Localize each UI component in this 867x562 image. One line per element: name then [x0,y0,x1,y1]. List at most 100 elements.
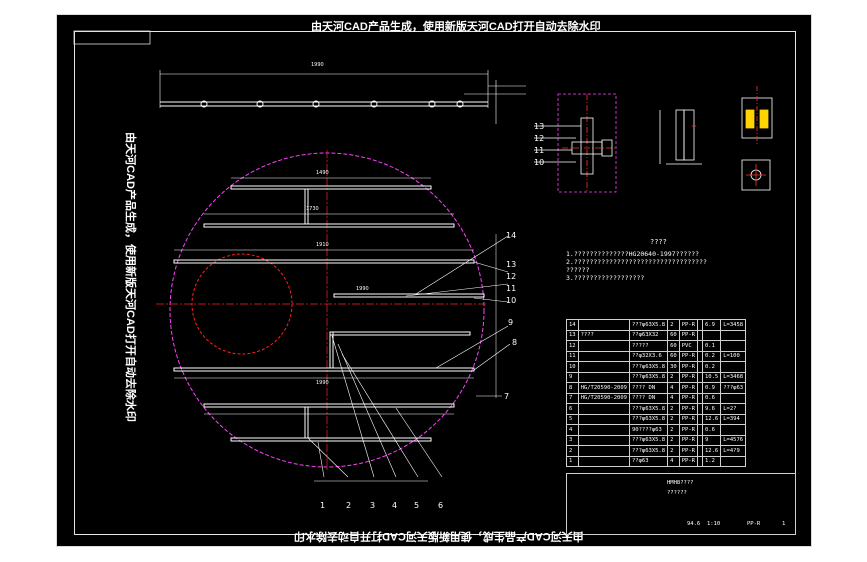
dim-bar5: 1990 [316,380,329,386]
bom-cell [720,329,747,341]
detail-callout-13: 13 [534,122,545,131]
callout-5: 5 [414,501,420,510]
callout-12: 12 [506,272,517,281]
title-mass: 94.6 [687,521,701,527]
callout-14: 14 [506,231,517,240]
bom-cell: 9 [566,371,579,383]
bom-cell: PP-R [678,382,698,394]
bom-cell: PP-R [678,403,698,415]
bom-cell: PP-R [678,371,698,383]
bom-cell: ??φ32X3.6 [628,350,669,362]
bom-cell: PP-R [678,424,698,436]
bom-cell: 8 [566,382,579,394]
bom-cell [577,445,630,457]
bom-cell [577,319,630,331]
bom-cell: ???φ63X5.8 [628,413,669,425]
bom-cell: L=394 [720,413,747,425]
detail-callout-12: 12 [534,134,545,143]
bom-cell: PP-R [678,455,698,467]
bom-cell: 11 [566,350,579,362]
bom-cell: 2 [566,445,579,457]
bom-cell: ???φ63X5.8 [628,361,669,373]
watermark-left: 由天河CAD产品生成，使用新版天河CAD打开自动去除水印 [123,132,136,422]
callout-11: 11 [506,284,517,293]
corner-label-box [73,30,151,45]
bom-cell [577,413,630,425]
bom-cell: PP-R [678,350,698,362]
bom-cell: PP-R [678,319,698,331]
callout-6: 6 [438,501,444,510]
dim-top-length: 1990 [311,62,324,68]
bom-cell: ??φ63X32 [628,329,669,341]
detail-callout-10: 10 [534,158,545,167]
bom-cell: 7 [566,392,579,404]
bom-cell: 9 [701,434,722,446]
bom-cell: HG/T20590-2009 [577,392,630,404]
bom-cell: 6 [566,403,579,415]
bom-cell: L=4576 [720,434,747,446]
bom-cell: 12.6 [701,445,722,457]
callout-13: 13 [506,260,517,269]
notes-line1: 1.??????????????HG20640-1997?????? [566,250,700,258]
callout-9: 9 [508,318,514,327]
bom-cell [577,371,630,383]
callout-7: 7 [504,392,510,401]
bom-cell: ???φ63X5.8 [628,403,669,415]
bom-cell: ???? DN [628,392,669,404]
bom-cell: 9.6 [701,403,722,415]
notes-line3: ?????? [566,266,590,274]
bom-cell: L=2? [720,403,747,415]
bom-cell [577,434,630,446]
watermark-right: 由天河CAD产品生成，使用新版天河CAD打开自动去除水印 [853,142,866,432]
dim-bar3: 1910 [316,242,329,248]
bom-cell: PP-R [678,413,698,425]
watermark-bottom: 由天河CAD产品生成，使用新版天河CAD打开自动去除水印 [294,530,584,542]
bom-cell: PVC [678,340,698,352]
bom-cell [577,403,630,415]
bom-cell: 0.6 [701,392,722,404]
bom-cell: ???? [577,329,630,341]
bom-cell: L=100 [720,350,747,362]
drawing-inner-border [74,31,796,535]
flange-detail-view [741,86,773,191]
bom-cell: 4 [566,424,579,436]
bom-cell: PP-R [678,361,698,373]
bom-cell: 5 [566,413,579,425]
drawing-canvas[interactable]: 由天河CAD产品生成，使用新版天河CAD打开自动去除水印 由天河CAD产品生成，… [56,14,866,547]
distributor-plan-view [156,150,511,482]
bom-cell: L=3458 [720,319,747,331]
title-sub: ?????? [667,490,687,496]
bom-cell [720,455,747,467]
bom-cell: 4 [667,382,680,394]
bom-cell: ???φ63X5.8 [628,371,669,383]
dim-bar1: 1490 [316,170,329,176]
callout-2: 2 [346,501,352,510]
bom-cell: 0.9 [701,382,722,394]
bom-cell [720,361,747,373]
bom-cell: 6.9 [701,319,722,331]
bom-cell: ????? [628,340,669,352]
bom-cell: ??φ63 [628,455,669,467]
bom-cell [577,455,630,467]
bom-cell [720,392,747,404]
pipe-section-detail [659,109,702,165]
bom-cell: L=4?9 [720,445,747,457]
bom-cell: 0.6 [701,424,722,436]
bom-cell: PP-R [678,392,698,404]
bom-cell [720,340,747,352]
top-elevation-view [159,70,526,124]
bom-cell: 90????φ63 [628,424,669,436]
bom-cell: 2 [667,371,680,383]
bom-cell: 1 [566,455,579,467]
